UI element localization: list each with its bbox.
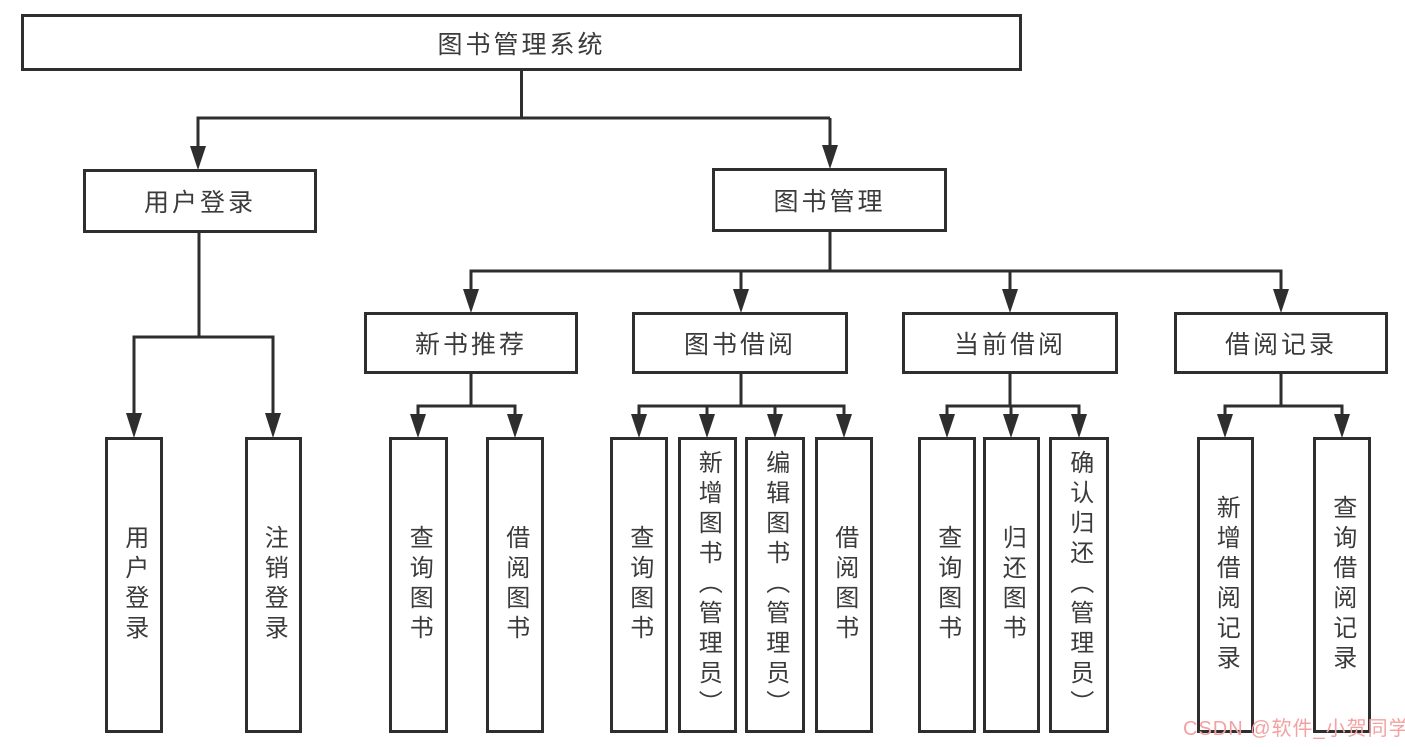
- node-label: 借阅图书: [830, 525, 858, 645]
- node-current-borrowing: 当前借阅: [902, 312, 1118, 374]
- node-label: 新增借阅记录: [1212, 495, 1240, 675]
- leaf-add-borrow-record: 新增借阅记录: [1197, 437, 1254, 733]
- node-label: 借阅图书: [501, 525, 529, 645]
- node-label: 编辑图书（管理员）: [761, 450, 789, 720]
- node-label: 查询图书: [625, 525, 653, 645]
- node-book-management: 图书管理: [712, 168, 947, 232]
- leaf-add-books-admin: 新增图书（管理员）: [678, 437, 737, 733]
- leaf-logout-login: 注销登录: [245, 437, 302, 733]
- node-label: 注销登录: [260, 525, 288, 645]
- arrowheads: [126, 145, 1350, 438]
- node-borrowing-records: 借阅记录: [1174, 312, 1388, 374]
- leaf-query-books-3: 查询图书: [918, 437, 976, 733]
- node-book-borrowing: 图书借阅: [632, 312, 848, 374]
- node-label: 图书借阅: [683, 331, 796, 359]
- leaf-return-books: 归还图书: [983, 437, 1040, 733]
- leaf-user-login: 用户登录: [105, 437, 163, 733]
- node-label: 用户登录: [143, 189, 256, 217]
- node-label: 查询借阅记录: [1328, 495, 1356, 675]
- leaf-borrow-books-2: 借阅图书: [815, 437, 873, 733]
- node-label: 查询图书: [405, 525, 433, 645]
- node-label: 新增图书（管理员）: [694, 450, 722, 720]
- leaf-query-books-1: 查询图书: [389, 437, 448, 733]
- node-label: 新书推荐: [414, 331, 527, 359]
- node-label: 查询图书: [933, 525, 961, 645]
- leaf-query-books-2: 查询图书: [610, 437, 668, 733]
- node-label: 当前借阅: [953, 331, 1066, 359]
- leaf-query-borrow-record: 查询借阅记录: [1313, 437, 1371, 733]
- node-label: 确认归还（管理员）: [1065, 450, 1093, 720]
- watermark: CSDN @软件_小贺同学: [1183, 718, 1405, 740]
- leaf-edit-books-admin: 编辑图书（管理员）: [745, 437, 805, 733]
- connector-paths: [132, 71, 1344, 419]
- node-label: 用户登录: [120, 525, 148, 645]
- leaf-confirm-return-admin: 确认归还（管理员）: [1049, 437, 1109, 733]
- node-label: 归还图书: [998, 525, 1026, 645]
- node-user-login: 用户登录: [83, 169, 317, 233]
- node-label: 图书管理: [773, 188, 886, 216]
- node-new-book-recommendation: 新书推荐: [364, 312, 578, 374]
- leaf-borrow-books-1: 借阅图书: [486, 437, 544, 733]
- node-label: 借阅记录: [1224, 331, 1337, 359]
- node-library-management-system: 图书管理系统: [21, 14, 1022, 71]
- node-label: 图书管理系统: [437, 30, 606, 59]
